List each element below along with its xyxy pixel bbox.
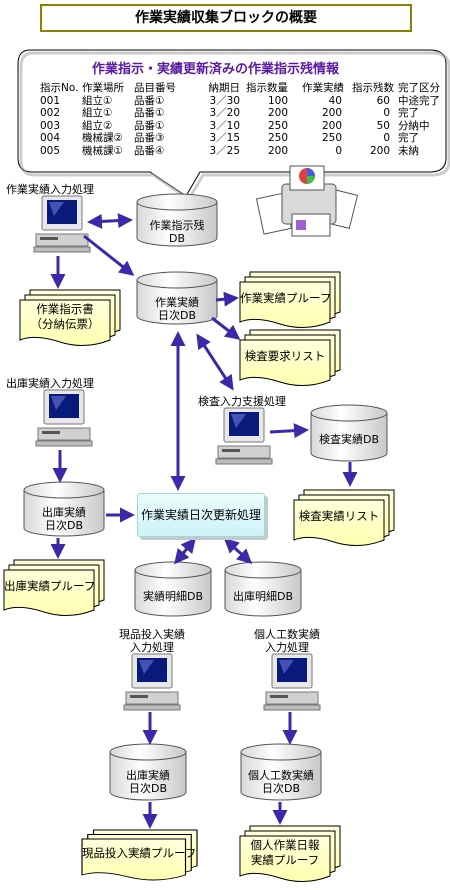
table-cell: 100 bbox=[267, 94, 288, 107]
table-cell: 未納 bbox=[398, 144, 419, 157]
table-cell: 50 bbox=[376, 119, 390, 132]
page-title: 作業実績収集ブロックの概要 bbox=[40, 4, 412, 32]
db-instruction-remain-label-1: 作業指示残 bbox=[149, 219, 205, 232]
table-cell: 完了 bbox=[398, 132, 419, 145]
process-shipping-input-label: 出庫実績入力処理 bbox=[6, 377, 94, 390]
table-cell: 200 bbox=[267, 144, 288, 157]
table-cell: 品番① bbox=[134, 107, 165, 120]
doc-inspection-request-label: 検査要求リスト bbox=[244, 349, 326, 363]
table-cell: 0 bbox=[335, 144, 342, 157]
doc-personal-label-1: 個人作業日報 bbox=[250, 838, 320, 852]
doc-inspection-list-label: 検査実績リスト bbox=[298, 509, 380, 523]
table-cell: 機械課② bbox=[82, 132, 123, 145]
table-cell: 005 bbox=[40, 144, 61, 157]
column-header: 完了区分 bbox=[398, 82, 440, 94]
process-work-input-label: 作業実績入力処理 bbox=[6, 183, 94, 196]
db-work-daily-label-2: 日次DB bbox=[157, 309, 197, 322]
column-header: 作業実績 bbox=[302, 82, 344, 94]
doc-work-proof-label: 作業実績プルーフ bbox=[240, 291, 332, 305]
db-stock-daily-label-1: 出庫実績 bbox=[126, 769, 170, 782]
printer-icon bbox=[255, 165, 359, 237]
table-cell: 完了 bbox=[398, 107, 419, 120]
table-cell: 品番① bbox=[134, 119, 165, 132]
table-cell: 250 bbox=[267, 132, 288, 145]
table-cell: 004 bbox=[40, 132, 61, 145]
doc-shipping-proof-label: 出庫実績プルーフ bbox=[4, 579, 96, 593]
table-cell: 分納中 bbox=[398, 119, 430, 132]
table-cell: 組立① bbox=[82, 94, 113, 107]
table-row: 004 機械課② 品番③ 3／15 250 250 0 完了 bbox=[40, 132, 444, 145]
computer-icon bbox=[215, 407, 273, 465]
process-stock-input-label-1: 現品投入実績 bbox=[119, 628, 185, 641]
table-cell: 3／10 bbox=[209, 119, 240, 132]
table-cell: 0 bbox=[383, 107, 390, 120]
instruction-table: 指示No. 作業場所 品目番号 納期日 指示数量 作業実績 指示残数 完了区分 … bbox=[40, 82, 444, 158]
doc-work-order-label-2: （分納伝票） bbox=[30, 317, 100, 331]
table-cell: 002 bbox=[40, 107, 61, 120]
table-cell: 組立① bbox=[82, 107, 113, 120]
table-cell: 200 bbox=[267, 107, 288, 120]
column-header: 納期日 bbox=[208, 82, 241, 94]
table-cell: 40 bbox=[328, 94, 342, 107]
computer-icon bbox=[35, 389, 93, 447]
table-cell: 001 bbox=[40, 94, 61, 107]
table-row: 005 機械課① 品番④ 3／25 200 0 200 未納 bbox=[40, 145, 444, 158]
table-row: 001 組立① 品番① 3／30 100 40 60 中途完了 bbox=[40, 95, 444, 108]
info-panel-title: 作業指示・実績更新済みの作業指示残情報 bbox=[92, 62, 340, 77]
db-shipping-detail-label: 出庫明細DB bbox=[232, 590, 294, 603]
table-cell: 品番④ bbox=[134, 144, 165, 157]
table-row: 003 組立② 品番① 3／10 250 200 50 分納中 bbox=[40, 120, 444, 133]
table-cell: 250 bbox=[321, 132, 342, 145]
db-result-detail-label: 実績明細DB bbox=[142, 590, 204, 603]
table-cell: 200 bbox=[321, 119, 342, 132]
process-personal-input-label-2: 入力処理 bbox=[265, 641, 309, 654]
flow-arrows bbox=[50, 213, 358, 829]
db-personal-daily-label-2: 日次DB bbox=[261, 782, 301, 795]
process-inspection-input-label: 検査入力支援処理 bbox=[198, 395, 286, 408]
db-instruction-remain-label-2: DB bbox=[168, 232, 186, 245]
table-cell: 003 bbox=[40, 119, 61, 132]
column-header: 指示No. bbox=[40, 82, 79, 94]
doc-stock-proof-label: 現品投入実績プルーフ bbox=[82, 846, 197, 860]
doc-work-order-label-1: 作業指示書 bbox=[36, 302, 94, 316]
column-header: 作業場所 bbox=[82, 82, 124, 94]
table-cell: 品番① bbox=[134, 94, 165, 107]
table-header-row: 指示No. 作業場所 品目番号 納期日 指示数量 作業実績 指示残数 完了区分 bbox=[40, 82, 444, 95]
computer-icon bbox=[33, 195, 91, 253]
computer-icon bbox=[123, 653, 181, 711]
table-cell: 中途完了 bbox=[398, 94, 440, 107]
computer-icon bbox=[263, 653, 321, 711]
process-stock-input-label-2: 入力処理 bbox=[130, 641, 174, 654]
table-cell: 0 bbox=[383, 132, 390, 145]
table-cell: 200 bbox=[321, 107, 342, 120]
db-inspection-label: 検査実績DB bbox=[318, 433, 380, 446]
table-cell: 3／30 bbox=[209, 94, 240, 107]
process-daily-update: 作業実績日次更新処理 bbox=[137, 493, 265, 537]
table-cell: 250 bbox=[267, 119, 288, 132]
db-work-daily-label-1: 作業実績 bbox=[155, 296, 199, 309]
db-shipping-daily-label-2: 日次DB bbox=[44, 519, 84, 532]
db-stock-daily-label-2: 日次DB bbox=[128, 782, 168, 795]
table-cell: 品番③ bbox=[134, 132, 165, 145]
column-header: 品目番号 bbox=[134, 82, 176, 94]
table-cell: 機械課① bbox=[82, 144, 123, 157]
table-cell: 3／15 bbox=[209, 132, 240, 145]
table-cell: 200 bbox=[369, 144, 390, 157]
db-personal-daily-label-1: 個人工数実績 bbox=[248, 769, 314, 782]
table-row: 002 組立① 品番① 3／20 200 200 0 完了 bbox=[40, 107, 444, 120]
column-header: 指示数量 bbox=[246, 82, 288, 94]
table-cell: 60 bbox=[376, 94, 390, 107]
column-header: 指示残数 bbox=[352, 82, 394, 94]
table-cell: 3／25 bbox=[209, 144, 240, 157]
process-personal-input-label-1: 個人工数実績 bbox=[254, 628, 320, 641]
table-cell: 3／20 bbox=[209, 107, 240, 120]
db-shipping-daily-label-1: 出庫実績 bbox=[42, 506, 86, 519]
doc-personal-label-2: 実績プルーフ bbox=[250, 853, 320, 867]
table-cell: 組立② bbox=[82, 119, 113, 132]
